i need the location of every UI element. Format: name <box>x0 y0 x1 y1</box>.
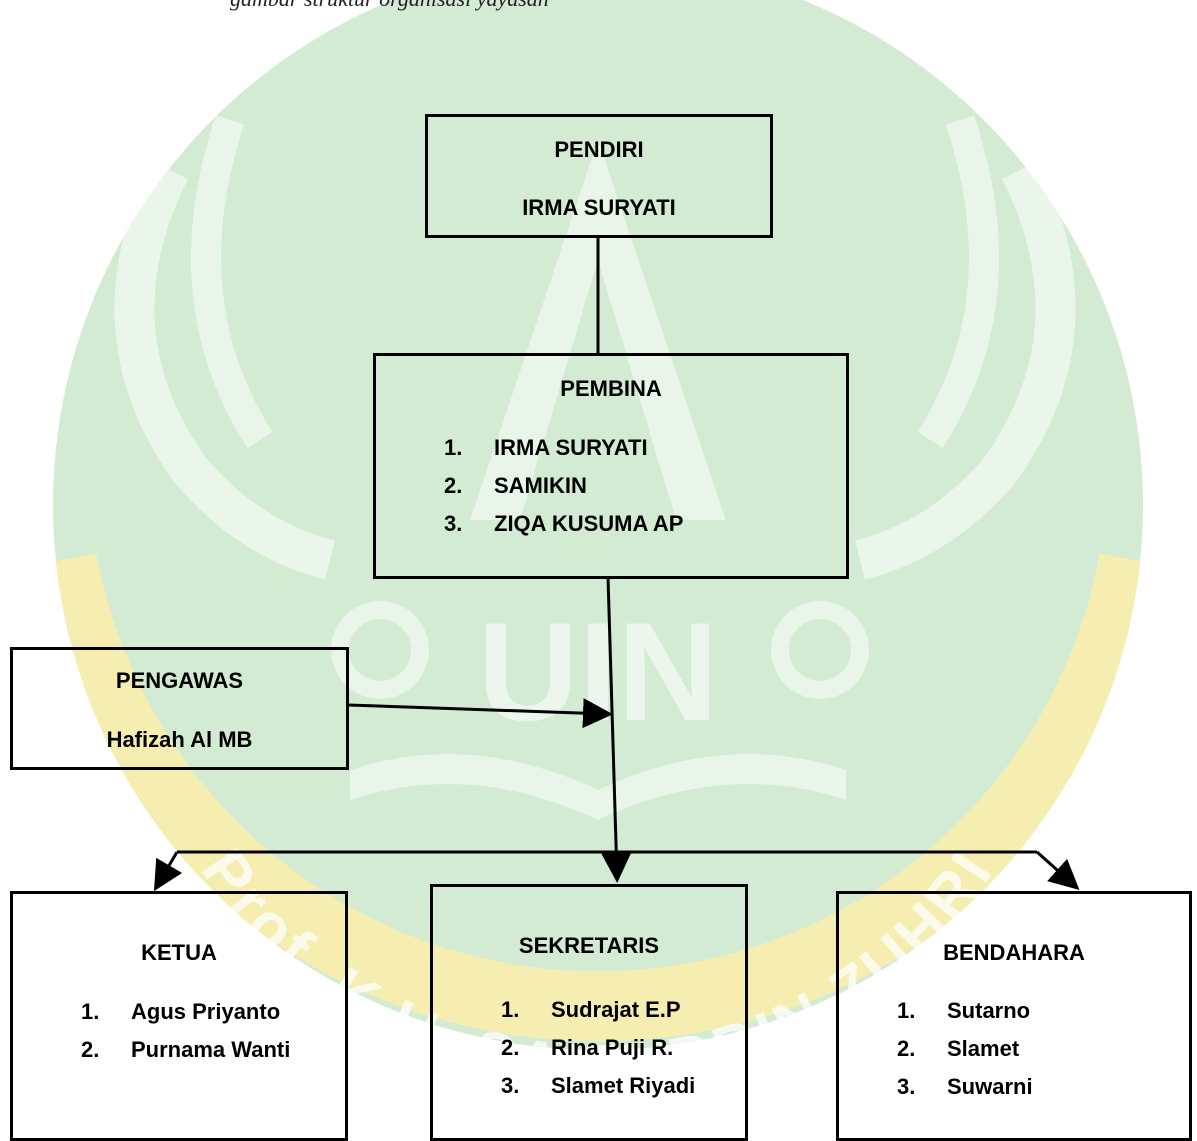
list-item: 2.Purnama Wanti <box>81 1037 291 1062</box>
node-pembina-members: 1.IRMA SURYATI 2.SAMIKIN 3.ZIQA KUSUMA A… <box>444 429 683 543</box>
node-sekretaris-title: SEKRETARIS <box>518 933 660 958</box>
node-pendiri: PENDIRI IRMA SURYATI <box>425 114 773 238</box>
figure-caption: gambar struktur organisasi yayasan <box>230 0 549 12</box>
node-ketua-members: 1.Agus Priyanto 2.Purnama Wanti <box>81 993 290 1069</box>
list-item: 3.Suwarni <box>897 1074 1033 1099</box>
node-bendahara: BENDAHARA 1.Sutarno 2.Slamet 3.Suwarni <box>836 891 1192 1141</box>
list-item: 2.Slamet <box>897 1036 1020 1061</box>
node-bendahara-title: BENDAHARA <box>943 940 1085 965</box>
list-item: 1.Agus Priyanto <box>81 999 281 1024</box>
node-bendahara-members: 1.Sutarno 2.Slamet 3.Suwarni <box>897 992 1033 1106</box>
node-pengawas: PENGAWAS Hafizah Al MB <box>10 647 349 770</box>
node-ketua: KETUA 1.Agus Priyanto 2.Purnama Wanti <box>10 891 348 1141</box>
edge-pengawas-pembina <box>347 698 613 729</box>
edge-branch-ketua <box>153 851 183 892</box>
node-pengawas-title: PENGAWAS <box>115 668 244 693</box>
list-item: 1.IRMA SURYATI <box>444 435 648 460</box>
list-item: 3.ZIQA KUSUMA AP <box>444 511 684 536</box>
list-item: 1.Sudrajat E.P <box>501 997 681 1022</box>
list-item: 2.Rina Puji R. <box>501 1035 674 1060</box>
node-pembina: PEMBINA 1.IRMA SURYATI 2.SAMIKIN 3.ZIQA … <box>373 353 849 579</box>
node-ketua-title: KETUA <box>141 940 217 965</box>
node-pendiri-title: PENDIRI <box>554 137 644 162</box>
node-sekretaris-members: 1.Sudrajat E.P 2.Rina Puji R. 3.Slamet R… <box>501 991 695 1105</box>
list-item: 2.SAMIKIN <box>444 473 587 498</box>
edge-pembina-sekretaris <box>601 576 632 883</box>
node-pengawas-name: Hafizah Al MB <box>106 727 253 752</box>
list-item: 3.Slamet Riyadi <box>501 1073 696 1098</box>
node-pembina-title: PEMBINA <box>560 376 662 401</box>
list-item: 1.Sutarno <box>897 998 1031 1023</box>
edge-branch-bendahara <box>1035 850 1080 891</box>
node-sekretaris: SEKRETARIS 1.Sudrajat E.P 2.Rina Puji R.… <box>430 884 748 1141</box>
node-pendiri-name: IRMA SURYATI <box>522 195 676 220</box>
